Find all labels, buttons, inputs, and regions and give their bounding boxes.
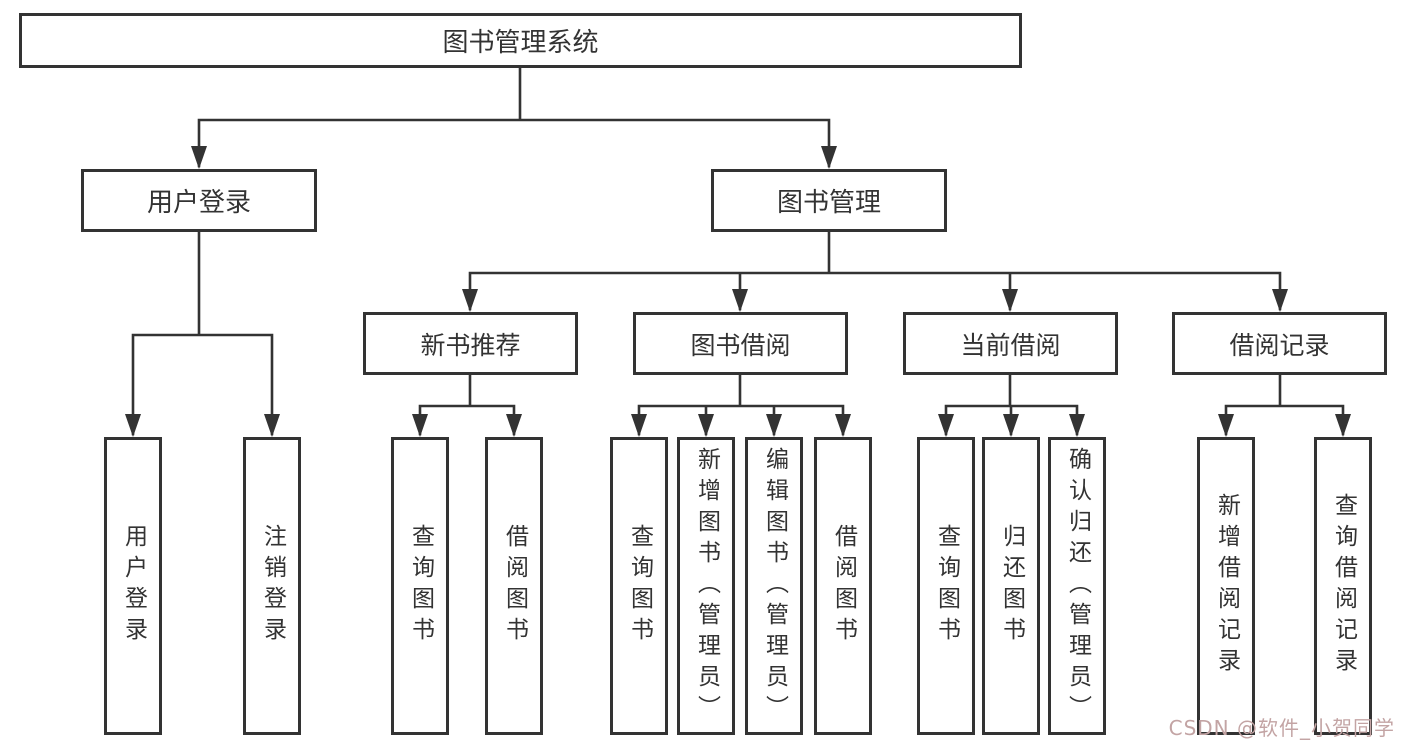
node-root: 图书管理系统 bbox=[19, 13, 1022, 68]
leaf-label: 查询借阅记录 bbox=[1330, 493, 1357, 679]
leaf-recommend-borrow-books: 借阅图书 bbox=[485, 437, 543, 735]
leaf-label: 借阅图书 bbox=[830, 524, 857, 648]
leaf-label: 查询图书 bbox=[407, 524, 434, 648]
leaf-query-borrow-record: 查询借阅记录 bbox=[1314, 437, 1372, 735]
leaf-borrowing-borrow-books: 借阅图书 bbox=[814, 437, 872, 735]
node-book-borrowing: 图书借阅 bbox=[633, 312, 848, 375]
leaf-label: 新增借阅记录 bbox=[1213, 493, 1240, 679]
leaf-label: 确认归还（管理员） bbox=[1064, 446, 1091, 726]
leaf-label: 查询图书 bbox=[933, 524, 960, 648]
node-user-login: 用户登录 bbox=[81, 169, 317, 232]
leaf-label: 注销登录 bbox=[259, 524, 286, 648]
node-book-manage: 图书管理 bbox=[711, 169, 947, 232]
node-new-book-recommend: 新书推荐 bbox=[363, 312, 578, 375]
leaf-edit-books-admin: 编辑图书（管理员） bbox=[745, 437, 803, 735]
leaf-label: 归还图书 bbox=[998, 524, 1025, 648]
leaf-add-borrow-record: 新增借阅记录 bbox=[1197, 437, 1255, 735]
leaf-user-login: 用户登录 bbox=[104, 437, 162, 735]
leaf-confirm-return-admin: 确认归还（管理员） bbox=[1048, 437, 1106, 735]
node-borrow-records: 借阅记录 bbox=[1172, 312, 1387, 375]
leaf-label: 新增图书（管理员） bbox=[693, 446, 720, 726]
connector-lines bbox=[131, 66, 1345, 436]
leaf-recommend-query-books: 查询图书 bbox=[391, 437, 449, 735]
leaf-label: 查询图书 bbox=[626, 524, 653, 648]
node-current-borrowing: 当前借阅 bbox=[903, 312, 1118, 375]
arrowhead-icons bbox=[125, 146, 1351, 437]
leaf-logout: 注销登录 bbox=[243, 437, 301, 735]
leaf-label: 编辑图书（管理员） bbox=[761, 446, 788, 726]
leaf-current-query-books: 查询图书 bbox=[917, 437, 975, 735]
leaf-borrowing-query-books: 查询图书 bbox=[610, 437, 668, 735]
leaf-return-books: 归还图书 bbox=[982, 437, 1040, 735]
leaf-label: 借阅图书 bbox=[501, 524, 528, 648]
leaf-add-books-admin: 新增图书（管理员） bbox=[677, 437, 735, 735]
csdn-watermark: CSDN @软件_小贺同学 bbox=[1168, 716, 1395, 740]
leaf-label: 用户登录 bbox=[120, 524, 147, 648]
